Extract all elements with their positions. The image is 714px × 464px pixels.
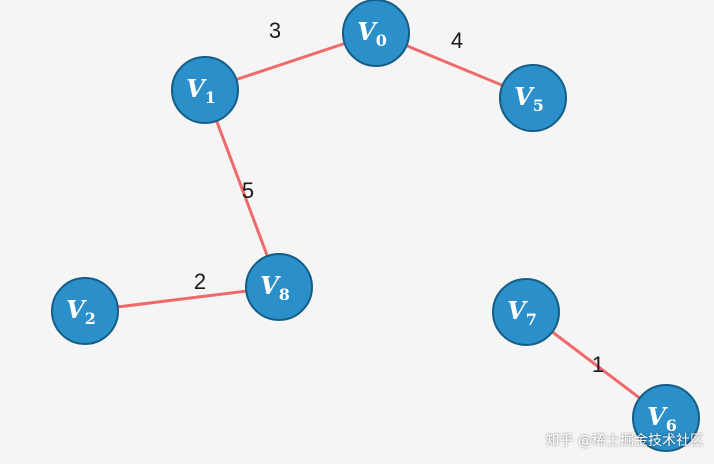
node-circle bbox=[51, 277, 119, 345]
node-label: V8 bbox=[260, 271, 290, 304]
node-v1: V1 bbox=[171, 56, 239, 124]
weights-layer: 3 4 5 2 1 bbox=[194, 18, 604, 377]
edge-weight-label: 3 bbox=[269, 18, 281, 43]
node-label: V2 bbox=[66, 295, 96, 328]
node-v8: V8 bbox=[245, 253, 313, 321]
node-v2: V2 bbox=[51, 277, 119, 345]
node-circle bbox=[171, 56, 239, 124]
edge-weight-label: 1 bbox=[592, 352, 604, 377]
watermark-text: 知乎 @稀土掘金技术社区 bbox=[545, 433, 704, 449]
edge-weight-label: 2 bbox=[194, 269, 206, 294]
node-circle bbox=[342, 0, 410, 67]
node-label: V6 bbox=[647, 402, 677, 435]
node-circle bbox=[492, 278, 560, 346]
node-label: V5 bbox=[514, 82, 544, 115]
node-circle bbox=[245, 253, 313, 321]
node-v6: V6 bbox=[632, 384, 700, 452]
node-label: V1 bbox=[186, 74, 216, 107]
node-v7: V7 bbox=[492, 278, 560, 346]
node-v5: V5 bbox=[499, 64, 567, 132]
edge-weight-label: 5 bbox=[242, 178, 254, 203]
edge-weight-label: 4 bbox=[451, 28, 463, 53]
node-v0: V0 bbox=[342, 0, 410, 67]
node-label: V0 bbox=[357, 17, 387, 50]
node-circle bbox=[499, 64, 567, 132]
edge-v1-v8 bbox=[203, 88, 281, 289]
node-label: V7 bbox=[507, 296, 537, 329]
node-circle bbox=[632, 384, 700, 452]
